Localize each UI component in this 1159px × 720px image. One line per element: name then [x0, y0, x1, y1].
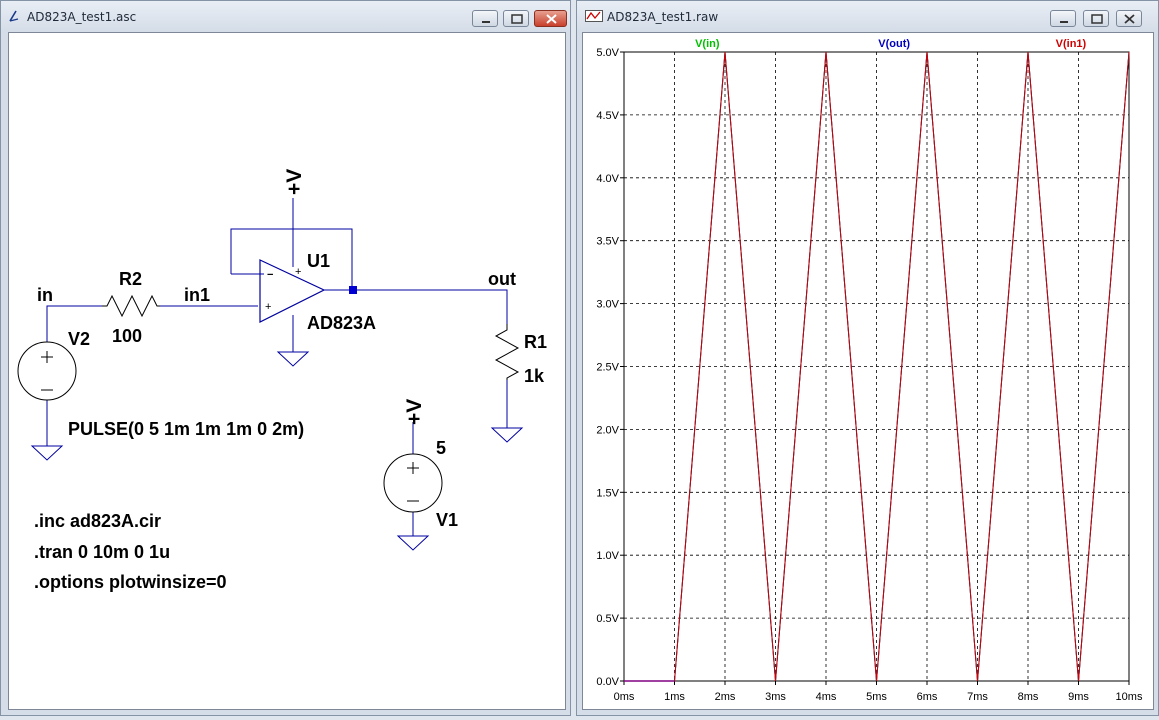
y-tick-label: 4.5V — [596, 110, 619, 122]
x-axis-ticks: 0ms 1ms 2ms 3ms 4ms 5ms 6ms 7ms 8ms 9ms 10ms — [614, 681, 1143, 703]
y-tick-label: 0.0V — [596, 676, 619, 688]
x-tick-label: 2ms — [715, 691, 736, 703]
y-tick-label: 3.0V — [596, 299, 619, 311]
close-icon — [1124, 14, 1135, 24]
waveform-window[interactable]: AD823A_test1.raw 0.0V 0.5V 1.0V 1.5V 2.0V 2.5… — [576, 0, 1159, 716]
pulse-spec: PULSE(0 5 1m 1m 1m 0 2m) — [68, 419, 304, 439]
x-tick-label: 5ms — [866, 691, 887, 703]
waveform-plot[interactable]: 0.0V 0.5V 1.0V 1.5V 2.0V 2.5V 3.0V 3.5V 4.0V 4.5V… — [583, 33, 1153, 709]
resistor-r1[interactable] — [494, 324, 520, 380]
opamp-plus-label: + — [265, 301, 271, 313]
net-label-out: out — [488, 269, 516, 289]
y-tick-label: 5.0V — [596, 47, 619, 59]
spice-directive[interactable]: .inc ad823A.cir — [34, 511, 161, 531]
opamp-vplus-label: + — [295, 266, 301, 278]
y-tick-label: 2.0V — [596, 424, 619, 436]
y-tick-label: 2.5V — [596, 362, 619, 374]
x-tick-label: 1ms — [664, 691, 685, 703]
maximize-icon — [1091, 14, 1103, 24]
schematic-titlebar[interactable]: AD823A_test1.asc — [1, 1, 570, 31]
output-junction — [349, 286, 357, 294]
voltage-source-v1[interactable] — [383, 453, 443, 513]
ground-icon-v2 — [30, 445, 64, 461]
plus-v-label-source: +V — [403, 399, 426, 425]
trace-v-in1 — [624, 51, 1130, 682]
x-tick-label: 7ms — [967, 691, 988, 703]
schematic-title: AD823A_test1.asc — [27, 10, 137, 24]
waveform-title: AD823A_test1.raw — [607, 10, 719, 24]
trace-legend-label[interactable]: V(in) — [695, 38, 720, 50]
trace-legend[interactable]: V(in) V(out) V(in1) — [695, 38, 1086, 50]
voltage-source-v2[interactable] — [17, 341, 77, 401]
waveform-titlebar[interactable]: AD823A_test1.raw — [577, 1, 1158, 31]
trace-legend-label[interactable]: V(out) — [878, 38, 910, 50]
r1-label: R1 — [524, 332, 547, 352]
y-tick-label: 1.0V — [596, 550, 619, 562]
minimize-button[interactable] — [1050, 10, 1076, 27]
maximize-button[interactable] — [503, 10, 529, 27]
opamp-u1[interactable]: − + + — [259, 259, 326, 323]
trace-legend-label[interactable]: V(in1) — [1056, 38, 1087, 50]
close-button[interactable] — [1116, 10, 1142, 27]
ground-icon-v1 — [396, 535, 430, 551]
v1-value: 5 — [436, 438, 446, 458]
maximize-icon — [511, 14, 523, 24]
r2-value: 100 — [112, 326, 142, 346]
spice-directive[interactable]: .options plotwinsize=0 — [34, 572, 227, 592]
r2-label: R2 — [119, 269, 142, 289]
x-tick-label: 10ms — [1116, 691, 1143, 703]
x-tick-label: 6ms — [917, 691, 938, 703]
schematic-drawing[interactable]: − + + — [9, 33, 565, 709]
u1-label: U1 — [307, 251, 330, 271]
net-label-in: in — [37, 285, 53, 305]
y-tick-label: 1.5V — [596, 487, 619, 499]
waveform-canvas[interactable]: 0.0V 0.5V 1.0V 1.5V 2.0V 2.5V 3.0V 3.5V 4.0V 4.5V… — [582, 32, 1154, 710]
ground-icon-u1 — [276, 351, 310, 367]
x-tick-label: 4ms — [816, 691, 837, 703]
y-tick-label: 3.5V — [596, 236, 619, 248]
v1-label: V1 — [436, 510, 458, 530]
x-tick-label: 8ms — [1018, 691, 1039, 703]
minimize-button[interactable] — [472, 10, 498, 27]
ground-icon-r1 — [490, 427, 524, 443]
plot-traces — [624, 51, 1130, 682]
ad823a-label: AD823A — [307, 313, 376, 333]
y-tick-label: 0.5V — [596, 613, 619, 625]
x-tick-label: 9ms — [1068, 691, 1089, 703]
resistor-r2[interactable] — [102, 294, 160, 318]
x-tick-label: 3ms — [765, 691, 786, 703]
minimize-icon — [1060, 21, 1068, 23]
close-icon — [546, 14, 557, 24]
spice-directive[interactable]: .tran 0 10m 0 1u — [34, 542, 170, 562]
schematic-wires — [46, 198, 508, 536]
close-button[interactable] — [534, 10, 567, 27]
x-tick-label: 0ms — [614, 691, 635, 703]
r1-value: 1k — [524, 366, 545, 386]
plus-v-label-opamp: +V — [283, 169, 306, 195]
opamp-minus-label: − — [267, 269, 273, 281]
schematic-canvas[interactable]: − + + — [8, 32, 566, 710]
v2-label: V2 — [68, 329, 90, 349]
y-axis-ticks: 0.0V 0.5V 1.0V 1.5V 2.0V 2.5V 3.0V 3.5V 4.0V 4.5V… — [596, 47, 624, 688]
minimize-icon — [482, 21, 490, 23]
maximize-button[interactable] — [1083, 10, 1109, 27]
waveform-viewer-icon — [585, 10, 603, 22]
ltspice-schematic-icon — [9, 10, 19, 22]
y-tick-label: 4.0V — [596, 173, 619, 185]
schematic-window[interactable]: AD823A_test1.asc — [0, 0, 571, 716]
net-label-in1: in1 — [184, 285, 210, 305]
